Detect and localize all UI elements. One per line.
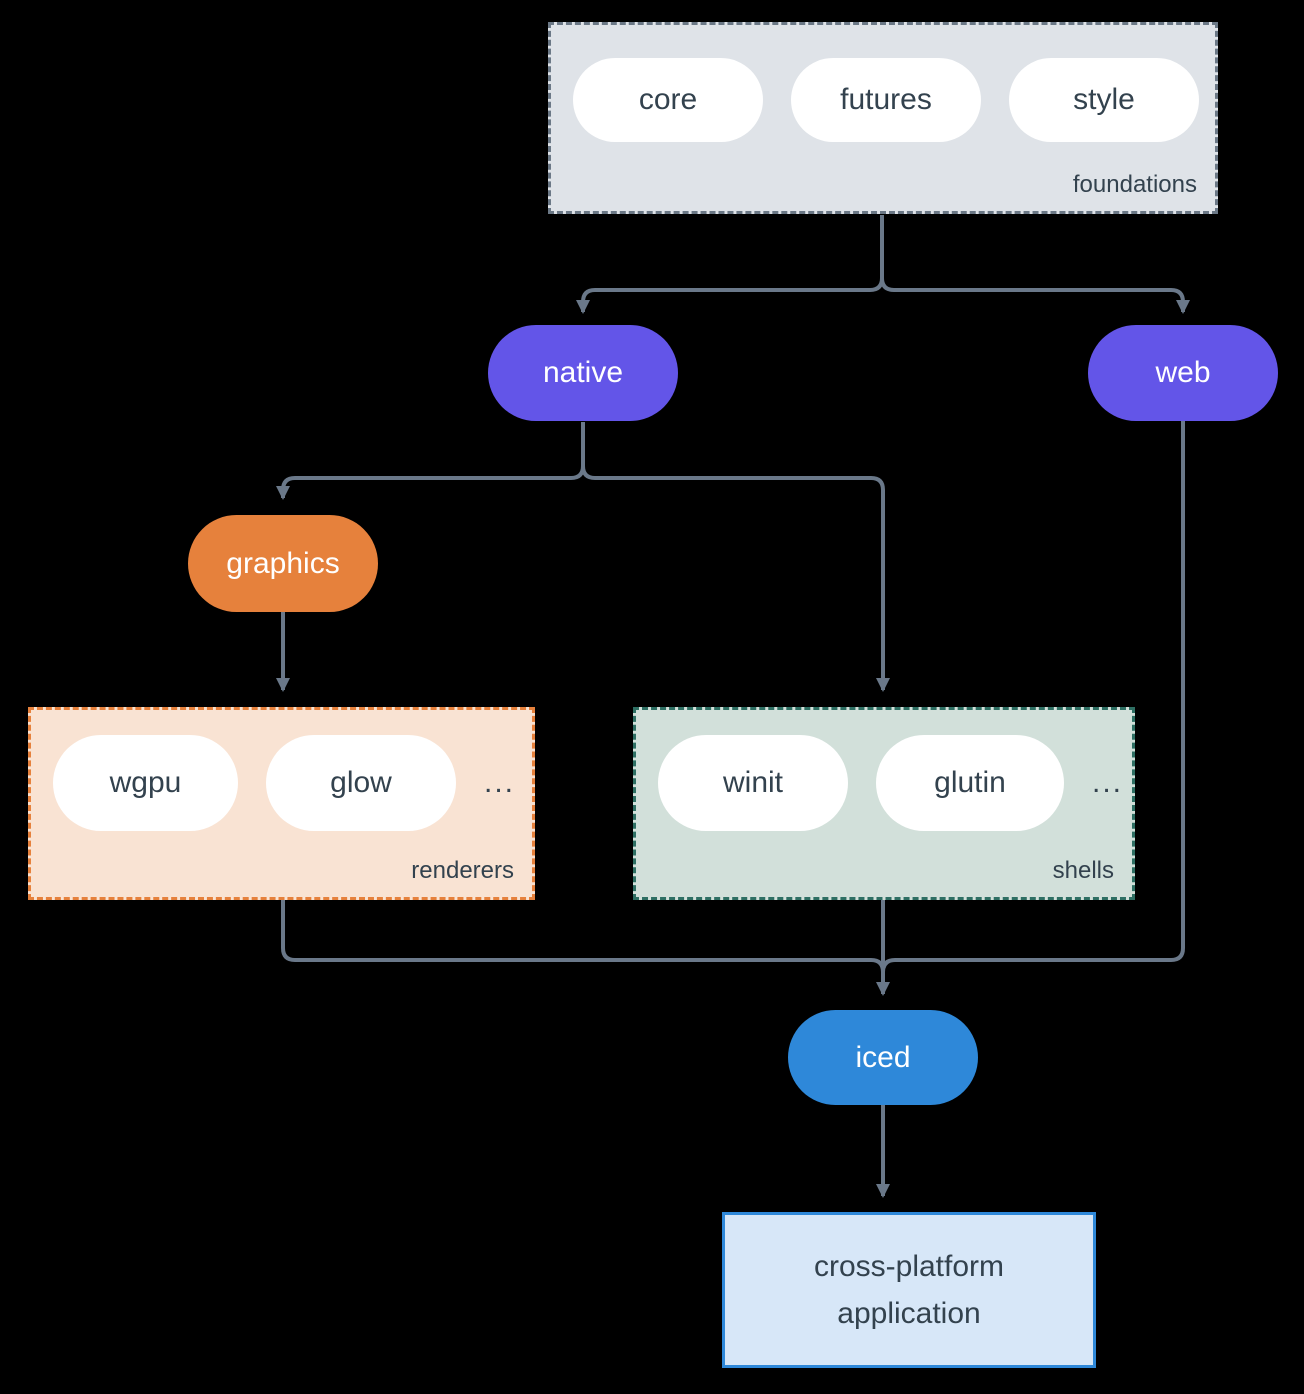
node-core: core <box>573 58 763 142</box>
group-foundations: core futures style foundations <box>548 22 1218 214</box>
node-style: style <box>1009 58 1199 142</box>
node-futures: futures <box>791 58 981 142</box>
node-native: native <box>488 325 678 421</box>
renderers-pill-row: wgpu glow ... <box>53 735 532 831</box>
edge-native-shells <box>581 422 890 692</box>
edge-native-graphics <box>276 422 585 500</box>
application-label: cross-platform application <box>813 1250 1005 1330</box>
node-graphics: graphics <box>188 515 378 612</box>
renderers-label: renderers <box>411 857 514 884</box>
edge-foundations-native <box>576 215 884 314</box>
node-glow: glow <box>266 735 456 831</box>
edge-foundations-web <box>880 215 1190 314</box>
shells-label: shells <box>1052 857 1114 884</box>
group-shells: winit glutin ... shells <box>633 707 1135 900</box>
shells-pill-row: winit glutin ... <box>658 735 1132 831</box>
node-web: web <box>1088 325 1278 421</box>
node-glutin: glutin <box>876 735 1064 831</box>
node-cross-platform-application: cross-platform application <box>722 1212 1096 1368</box>
group-renderers: wgpu glow ... renderers <box>28 707 535 900</box>
foundations-pill-row: core futures style <box>573 58 1215 142</box>
node-winit: winit <box>658 735 848 831</box>
node-wgpu: wgpu <box>53 735 238 831</box>
renderers-ellipsis: ... <box>484 766 516 799</box>
node-iced: iced <box>788 1010 978 1105</box>
foundations-label: foundations <box>1072 171 1197 198</box>
edge-renderers-iced <box>281 900 885 973</box>
shells-ellipsis: ... <box>1092 766 1124 799</box>
